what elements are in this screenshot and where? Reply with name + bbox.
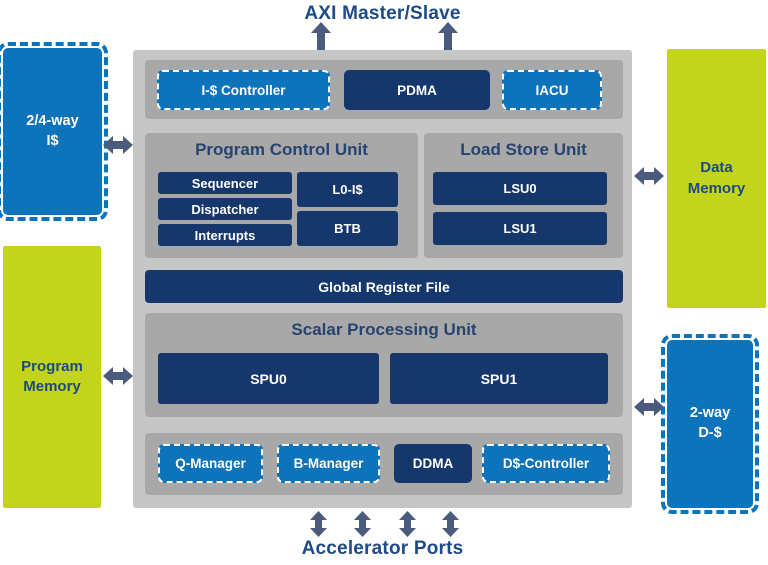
core-block: I-$ Controller PDMA IACU Program Control…	[133, 50, 632, 508]
data-memory-label-line1: Data	[700, 159, 733, 177]
data-memory-bus-arrow-icon	[634, 167, 664, 185]
accelerator-port-arrow-icon	[442, 511, 459, 537]
data-memory-box: Data Memory	[667, 49, 766, 308]
instruction-cache-box: 2/4-way I$	[0, 42, 108, 221]
accelerator-port-arrow-icon	[354, 511, 371, 537]
axi-master-slave-title: AXI Master/Slave	[304, 3, 461, 24]
program-memory-bus-arrow-icon	[103, 367, 133, 385]
program-memory-box: Program Memory	[3, 246, 101, 508]
program-memory-label-line2: Memory	[23, 378, 81, 395]
icache-label-line1: 2/4-way	[26, 112, 79, 129]
spu1-block: SPU1	[390, 353, 608, 404]
accelerator-ports-title: Accelerator Ports	[301, 538, 464, 559]
btb-block: BTB	[297, 211, 398, 246]
q-manager-block: Q-Manager	[158, 444, 263, 483]
dispatcher-block: Dispatcher	[158, 198, 292, 220]
iacu-block: IACU	[502, 70, 602, 110]
axi-up-arrow-icon	[438, 22, 458, 50]
sequencer-block: Sequencer	[158, 172, 292, 194]
accelerator-port-arrow-icon	[399, 511, 416, 537]
dcache-label-line2: D-$	[698, 425, 722, 441]
accelerator-port-arrow-icon	[310, 511, 327, 537]
l0-icache-block: L0-I$	[297, 172, 398, 207]
program-control-unit-title: Program Control Unit	[195, 140, 368, 159]
spu0-block: SPU0	[158, 353, 379, 404]
program-memory-label-line1: Program	[21, 357, 83, 375]
icache-label-line2: I$	[46, 132, 59, 149]
axi-up-arrow-icon	[311, 22, 331, 50]
b-manager-block: B-Manager	[277, 444, 380, 483]
dcache-label-line1: 2-way	[689, 405, 731, 422]
scalar-processing-unit-title: Scalar Processing Unit	[291, 320, 477, 339]
lsu0-block: LSU0	[433, 172, 607, 205]
data-cache-box: 2-way D-$	[661, 334, 759, 514]
dcache-bus-arrow-icon	[634, 398, 664, 416]
pdma-block: PDMA	[344, 70, 490, 110]
icache-bus-arrow-icon	[103, 136, 133, 154]
global-register-file-block: Global Register File	[145, 270, 623, 303]
icache-controller-block: I-$ Controller	[157, 70, 330, 110]
interrupts-block: Interrupts	[158, 224, 292, 246]
dcache-controller-block: D$-Controller	[482, 444, 610, 483]
load-store-unit-title: Load Store Unit	[460, 140, 587, 159]
ddma-block: DDMA	[394, 444, 472, 483]
lsu1-block: LSU1	[433, 212, 607, 245]
data-memory-label-line2: Memory	[687, 179, 746, 197]
